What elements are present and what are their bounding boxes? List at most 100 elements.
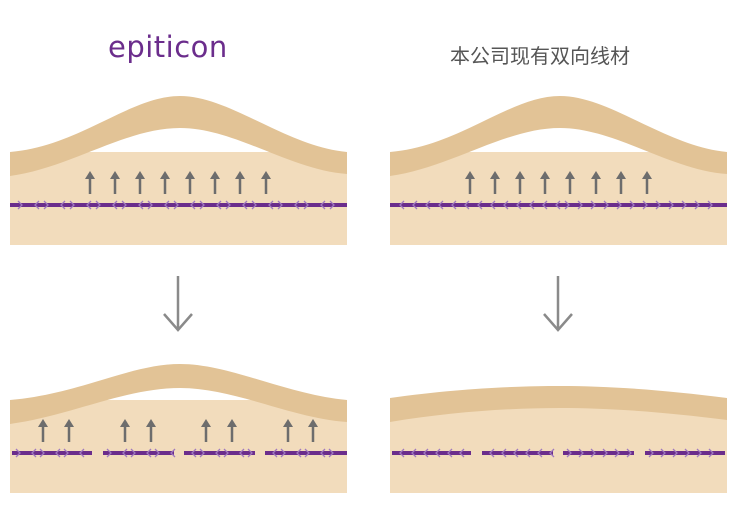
thread-barb [696, 448, 702, 458]
up-arrow-icon [490, 171, 500, 194]
thread-barb [435, 448, 441, 458]
up-arrow-icon [210, 171, 220, 194]
thread-barb [648, 448, 654, 458]
thread-barb [464, 200, 470, 210]
up-arrow-icon [465, 171, 475, 194]
thread-barb [564, 200, 570, 210]
panel-existing-before [390, 96, 727, 245]
thread-barb [477, 200, 483, 210]
thread-barb [525, 448, 531, 458]
thread-barb [173, 200, 179, 210]
thread-barb [242, 200, 248, 210]
thread-barb [447, 448, 453, 458]
thread-barb [626, 448, 632, 458]
thread-barb [39, 448, 45, 458]
up-arrow-icon [201, 419, 211, 442]
thread-barb [425, 200, 431, 210]
thread-barb [451, 200, 457, 210]
thread-barb [503, 200, 509, 210]
thread-barb [423, 448, 429, 458]
thread-barb [399, 448, 405, 458]
thread-barb [320, 200, 326, 210]
thread-barb [328, 448, 334, 458]
thread-barb [69, 200, 75, 210]
thread-barb [590, 200, 596, 210]
thread-barb [154, 448, 160, 458]
thread-barb [121, 200, 127, 210]
up-arrow-icon [591, 171, 601, 194]
up-arrow-icon [110, 171, 120, 194]
thread-barb [215, 448, 221, 458]
up-arrow-icon [540, 171, 550, 194]
thread-barb [130, 448, 136, 458]
thread-barb [277, 200, 283, 210]
thread-barb [577, 200, 583, 210]
thread-barb [146, 448, 152, 458]
up-arrow-icon [616, 171, 626, 194]
thread-barb [280, 448, 286, 458]
thread-barb [272, 448, 278, 458]
thread-barb [438, 200, 444, 210]
thread-barb [225, 200, 231, 210]
thread-barb [459, 448, 465, 458]
panel-epiticon-after [10, 364, 347, 493]
up-arrow-icon [146, 419, 156, 442]
panel-existing-after [390, 386, 727, 493]
thread-barb [239, 448, 245, 458]
thread-barb [247, 448, 253, 458]
thread-barb [603, 200, 609, 210]
thread-barb [17, 200, 23, 210]
sagging-skin-layer [390, 96, 727, 176]
thread-barb [672, 448, 678, 458]
thread-barb [490, 200, 496, 210]
thread-barb [566, 448, 572, 458]
epiticon-logo-title: epiticon [108, 30, 228, 64]
up-arrow-icon [261, 171, 271, 194]
thread-barb [223, 448, 229, 458]
thread-barb [411, 448, 417, 458]
thread-barb [590, 448, 596, 458]
thread-barb [122, 448, 128, 458]
up-arrow-icon [185, 171, 195, 194]
thread-barb [170, 448, 176, 458]
thread-barb [489, 448, 495, 458]
thread-barb [694, 200, 700, 210]
thread-barb [199, 200, 205, 210]
thread-barb [320, 448, 326, 458]
thread-barb [147, 200, 153, 210]
up-arrow-icon [515, 171, 525, 194]
sagging-skin-layer [10, 364, 347, 424]
up-arrow-icon [642, 171, 652, 194]
thread-barb [602, 448, 608, 458]
thread-barb [629, 200, 635, 210]
thread-barb [660, 448, 666, 458]
up-arrow-icon [235, 171, 245, 194]
up-arrow-icon [64, 419, 74, 442]
thread-barb [549, 448, 555, 458]
thread-barb [95, 200, 101, 210]
up-arrow-icon [283, 419, 293, 442]
thread-barb [501, 448, 507, 458]
up-arrow-icon [160, 171, 170, 194]
thread-barb [34, 200, 40, 210]
existing-thread-title: 本公司现有双向线材 [450, 44, 630, 68]
skin-base-layer [10, 152, 347, 245]
thread-barb [199, 448, 205, 458]
thread-barb [614, 448, 620, 458]
skin-base-layer [390, 152, 727, 245]
thread-barb [60, 200, 66, 210]
thread-barb [303, 200, 309, 210]
thread-barb [642, 200, 648, 210]
up-arrow-icon [85, 171, 95, 194]
thread-barb [296, 448, 302, 458]
thread-barb [31, 448, 37, 458]
thread-barb [513, 448, 519, 458]
thread-barb [190, 200, 196, 210]
thread-barb [655, 200, 661, 210]
thread-barb [63, 448, 69, 458]
thread-barb [516, 200, 522, 210]
up-arrow-icon [135, 171, 145, 194]
thread-barb [681, 200, 687, 210]
thread-barb [616, 200, 622, 210]
